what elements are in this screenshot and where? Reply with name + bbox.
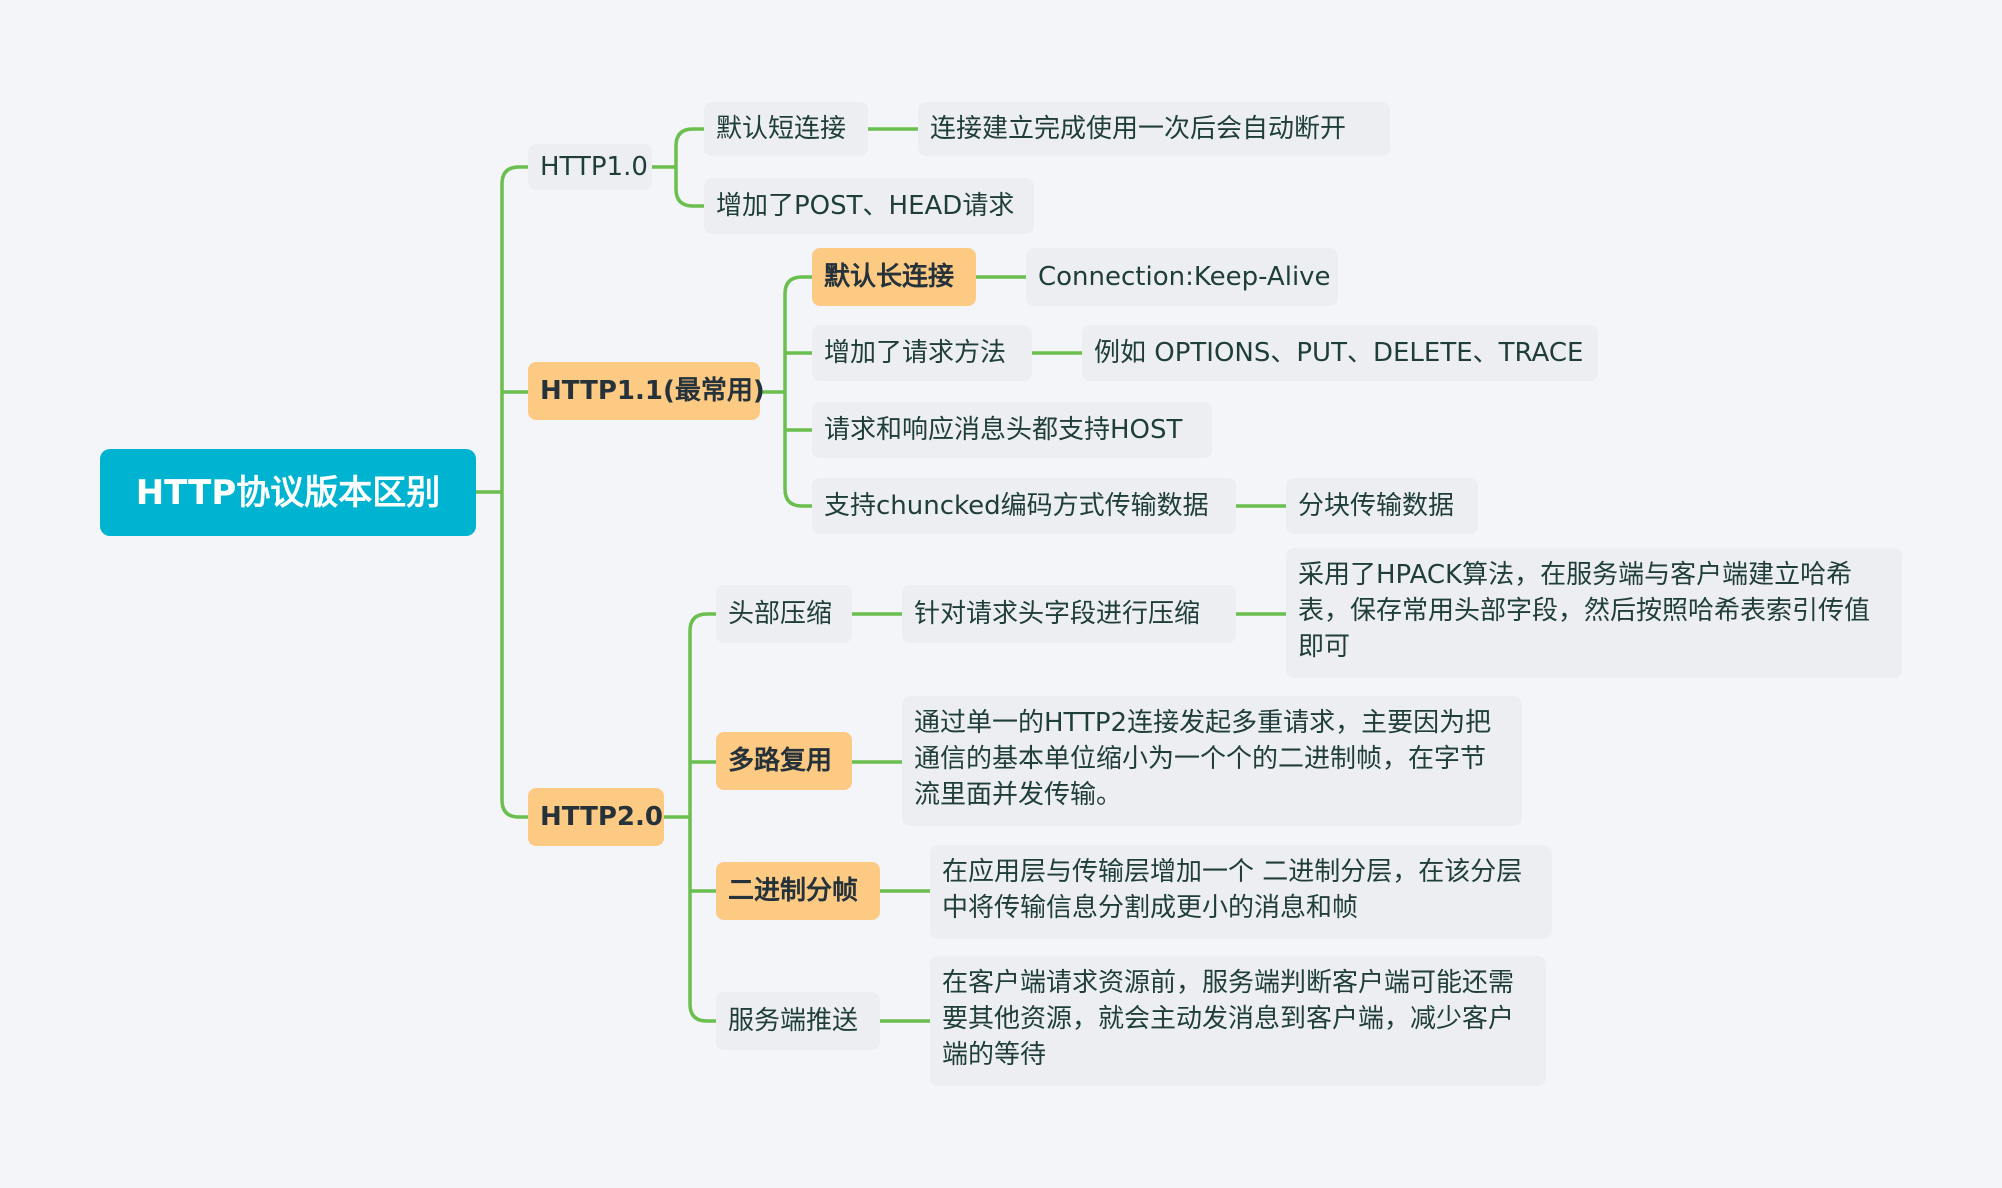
- version-http20[interactable]: HTTP2.0: [528, 788, 664, 846]
- version-http10-label: HTTP1.0: [540, 152, 648, 182]
- http20-detail-binary-framing[interactable]: 在应用层与传输层增加一个 二进制分层，在该分层中将传输信息分割成更小的消息和帧: [930, 845, 1552, 939]
- http20-item-binary-framing[interactable]: 二进制分帧: [716, 862, 880, 920]
- version-http11-label: HTTP1.1(最常用): [540, 376, 765, 406]
- http11-item-keep-alive[interactable]: 默认长连接: [812, 248, 976, 306]
- http20-detail-label: 在应用层与传输层增加一个 二进制分层，在该分层中将传输信息分割成更小的消息和帧: [942, 857, 1523, 923]
- http11-item-host-header[interactable]: 请求和响应消息头都支持HOST: [812, 402, 1212, 458]
- http20-detail-label: 在客户端请求资源前，服务端判断客户端可能还需要其他资源，就会主动发消息到客户端，…: [942, 968, 1515, 1070]
- http20-item-multiplexing[interactable]: 多路复用: [716, 732, 852, 790]
- http11-item-request-methods[interactable]: 增加了请求方法: [812, 325, 1032, 381]
- http20-item-label: 二进制分帧: [728, 876, 859, 906]
- http11-detail-label: 分块传输数据: [1298, 491, 1455, 521]
- http11-detail-connection-keep-alive[interactable]: Connection:Keep-Alive: [1026, 248, 1338, 306]
- http11-detail-label: Connection:Keep-Alive: [1038, 262, 1331, 292]
- http20-sub-label: 针对请求头字段进行压缩: [914, 599, 1201, 629]
- http20-detail-multiplexing[interactable]: 通过单一的HTTP2连接发起多重请求，主要因为把通信的基本单位缩小为一个个的二进…: [902, 696, 1522, 826]
- http11-item-label: 默认长连接: [824, 262, 955, 292]
- http11-item-label: 请求和响应消息头都支持HOST: [824, 415, 1183, 445]
- http11-item-label: 支持chuncked编码方式传输数据: [824, 491, 1209, 521]
- http11-item-label: 增加了请求方法: [824, 338, 1007, 368]
- http20-sub-compress-header-fields[interactable]: 针对请求头字段进行压缩: [902, 585, 1236, 643]
- connector-http10-trunk: [650, 127, 706, 208]
- http20-item-label: 服务端推送: [728, 1006, 859, 1036]
- http20-item-header-compression[interactable]: 头部压缩: [716, 585, 852, 643]
- root-topic[interactable]: HTTP协议版本区别: [100, 449, 476, 536]
- http11-detail-chunked-transfer[interactable]: 分块传输数据: [1286, 478, 1478, 534]
- http11-item-chunked[interactable]: 支持chuncked编码方式传输数据: [812, 478, 1236, 534]
- http10-detail-auto-disconnect[interactable]: 连接建立完成使用一次后会自动断开: [918, 102, 1390, 156]
- connector-http20-trunk: [662, 612, 718, 1023]
- http20-detail-hpack[interactable]: 采用了HPACK算法，在服务端与客户端建立哈希表，保存常用头部字段，然后按照哈希…: [1286, 548, 1902, 678]
- http20-item-label: 头部压缩: [728, 599, 833, 629]
- version-http20-label: HTTP2.0: [540, 802, 663, 832]
- http20-detail-label: 采用了HPACK算法，在服务端与客户端建立哈希表，保存常用头部字段，然后按照哈希…: [1298, 560, 1871, 662]
- connector-root-trunk: [474, 165, 530, 819]
- http10-item-post-head[interactable]: 增加了POST、HEAD请求: [704, 178, 1034, 234]
- root-topic-label: HTTP协议版本区别: [135, 472, 441, 513]
- http20-detail-label: 通过单一的HTTP2连接发起多重请求，主要因为把通信的基本单位缩小为一个个的二进…: [914, 708, 1492, 810]
- http10-detail-label: 连接建立完成使用一次后会自动断开: [930, 114, 1347, 144]
- http20-detail-server-push[interactable]: 在客户端请求资源前，服务端判断客户端可能还需要其他资源，就会主动发消息到客户端，…: [930, 956, 1546, 1086]
- connector-http11-trunk: [758, 275, 814, 508]
- http10-item-short-connection[interactable]: 默认短连接: [704, 102, 868, 156]
- http10-item-label: 增加了POST、HEAD请求: [716, 191, 1015, 221]
- version-http11[interactable]: HTTP1.1(最常用): [528, 362, 765, 420]
- http11-detail-method-list[interactable]: 例如 OPTIONS、PUT、DELETE、TRACE: [1082, 325, 1598, 381]
- http20-item-server-push[interactable]: 服务端推送: [716, 992, 880, 1050]
- http11-detail-label: 例如 OPTIONS、PUT、DELETE、TRACE: [1094, 338, 1584, 368]
- http10-item-label: 默认短连接: [716, 114, 847, 144]
- version-http10[interactable]: HTTP1.0: [528, 144, 652, 190]
- http20-item-label: 多路复用: [728, 746, 833, 776]
